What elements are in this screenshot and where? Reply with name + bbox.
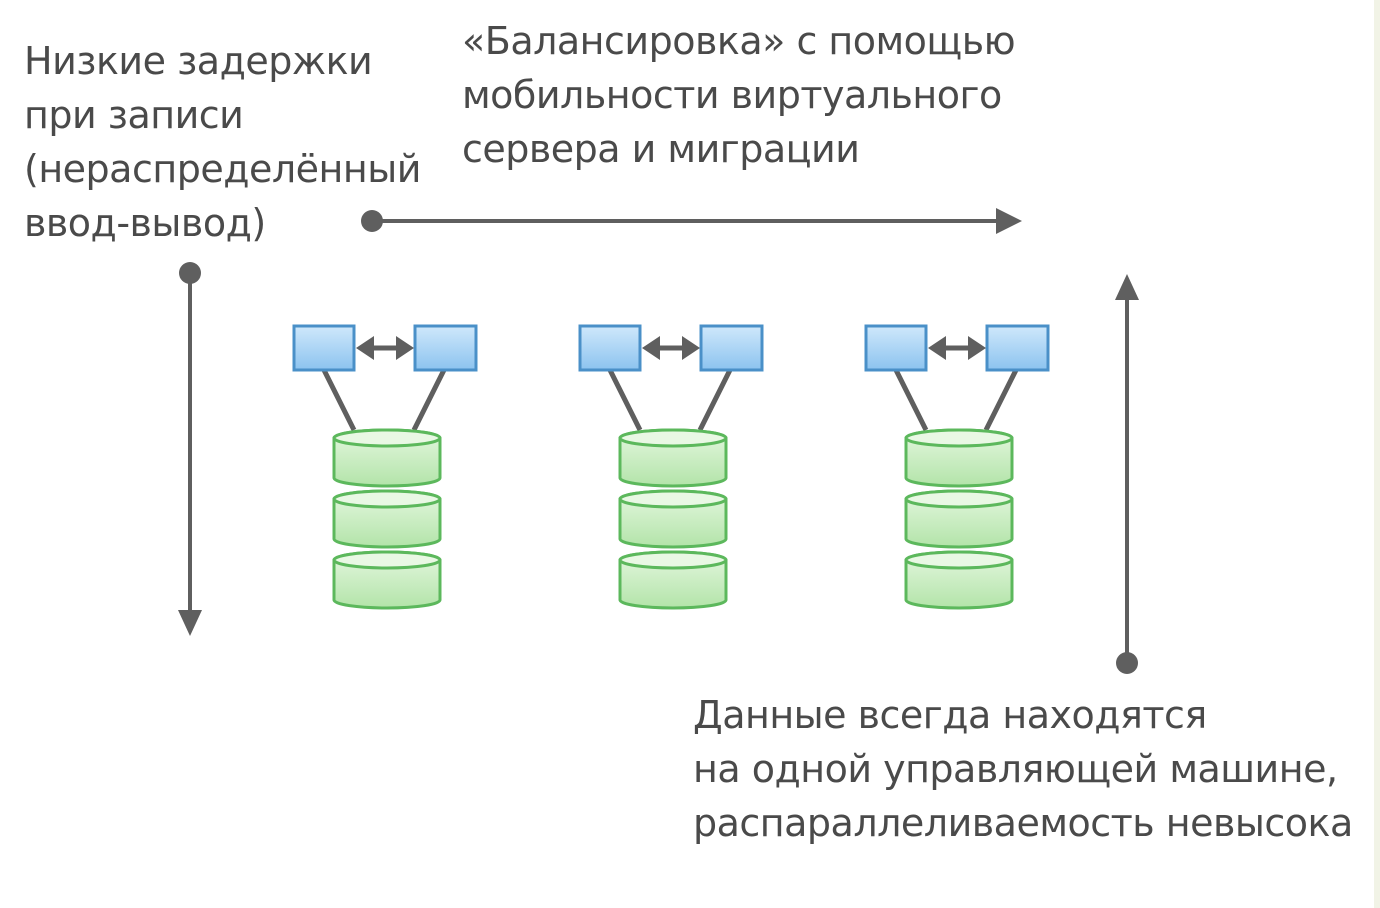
label-line: при записи (24, 93, 244, 137)
label-balancing: «Балансировка» с помощью мобильности вир… (462, 14, 1016, 176)
label-line: ввод-вывод) (24, 201, 266, 245)
server-box-icon (699, 324, 764, 372)
label-line: Низкие задержки (24, 39, 373, 83)
label-data-locality: Данные всегда находятся на одной управля… (693, 688, 1353, 850)
storage-disk-icon (618, 489, 728, 549)
storage-disk-icon (618, 428, 728, 488)
connector-line (893, 368, 929, 432)
vertical-arrow-up (1115, 274, 1139, 674)
server-group (292, 324, 478, 610)
storage-disk-icon (332, 550, 442, 610)
storage-disk-icon (904, 428, 1014, 488)
label-low-write-latency: Низкие задержки при записи (нераспределё… (24, 34, 421, 250)
label-line: сервера и миграции (462, 127, 860, 171)
storage-disk-icon (618, 550, 728, 610)
label-line: мобильности виртуального (462, 73, 1002, 117)
server-box-icon (985, 324, 1050, 372)
storage-disk-icon (904, 550, 1014, 610)
page-edge-strip (1374, 0, 1380, 908)
label-line: распараллеливаемость невысока (693, 801, 1353, 845)
vertical-arrow-down (178, 262, 202, 636)
connector-line (411, 368, 447, 432)
connector-line (607, 368, 643, 432)
server-box-icon (578, 324, 642, 372)
bidirectional-arrow-icon (928, 336, 986, 360)
horizontal-arrow-right (361, 208, 1022, 234)
connector-line (983, 368, 1019, 432)
label-line: на одной управляющей машине, (693, 747, 1338, 791)
connector-line (697, 368, 733, 432)
storage-disk-icon (332, 428, 442, 488)
connector-line (321, 368, 357, 432)
label-line: Данные всегда находятся (693, 693, 1207, 737)
storage-disk-icon (332, 489, 442, 549)
server-box-icon (413, 324, 478, 372)
server-group (864, 324, 1050, 610)
server-box-icon (864, 324, 928, 372)
label-line: (нераспределённый (24, 147, 421, 191)
bidirectional-arrow-icon (642, 336, 700, 360)
bidirectional-arrow-icon (356, 336, 414, 360)
storage-disk-icon (904, 489, 1014, 549)
server-group (578, 324, 764, 610)
label-line: «Балансировка» с помощью (462, 19, 1016, 63)
server-box-icon (292, 324, 356, 372)
